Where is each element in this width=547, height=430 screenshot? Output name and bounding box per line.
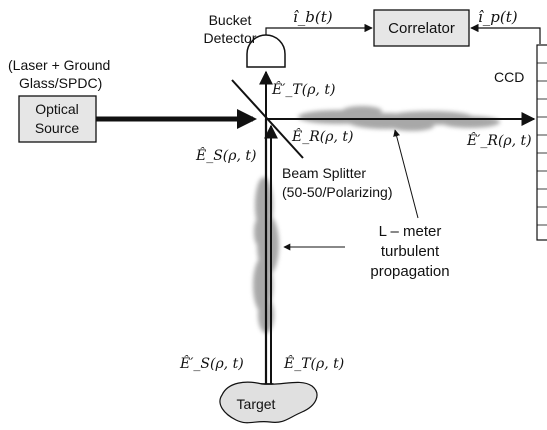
turbulence-label: propagation: [370, 263, 449, 280]
ccd-label: CCD: [494, 69, 524, 85]
laser-caption: Glass/SPDC): [19, 75, 102, 91]
ccd-signal-wire: [470, 23, 541, 44]
bucket-detector-label: Detector: [204, 30, 257, 46]
turbulence-label: L – meter: [379, 223, 442, 240]
beam-splitter-label: (50-50/Polarizing): [282, 184, 393, 200]
turbulence-label: turbulent: [381, 243, 440, 260]
field-label-es-prime: Ê′_S(ρ, t): [179, 354, 244, 372]
ccd-pixel-lines: [537, 62, 547, 226]
correlator-label: Correlator: [388, 20, 455, 37]
field-label-et-prime: Ê′_T(ρ, t): [271, 80, 335, 98]
bucket-detector: [246, 34, 286, 68]
optical-source-label: Optical: [35, 101, 79, 117]
optical-source-label: Source: [35, 120, 80, 136]
correlator-box: [373, 9, 470, 47]
ccd-sensor: [536, 44, 547, 241]
bucket-signal-wire: [265, 23, 373, 35]
ccd-signal-label: î_p(t): [478, 8, 518, 26]
field-label-et: Ê_T(ρ, t): [283, 354, 344, 372]
bucket-detector-label: Bucket: [209, 12, 252, 28]
laser-caption: (Laser + Ground: [8, 57, 110, 73]
field-label-er-prime: Ê′_R(ρ, t): [466, 131, 532, 149]
turbulence-pointer-horizontal: [393, 129, 419, 219]
beam-splitter-label: Beam Splitter: [282, 165, 366, 181]
field-label-es: Ê_S(ρ, t): [195, 146, 257, 164]
bucket-signal-label: î_b(t): [293, 8, 333, 26]
field-label-er: Ê_R(ρ, t): [291, 127, 353, 145]
target-label: Target: [237, 396, 276, 412]
target-object: [219, 381, 318, 424]
